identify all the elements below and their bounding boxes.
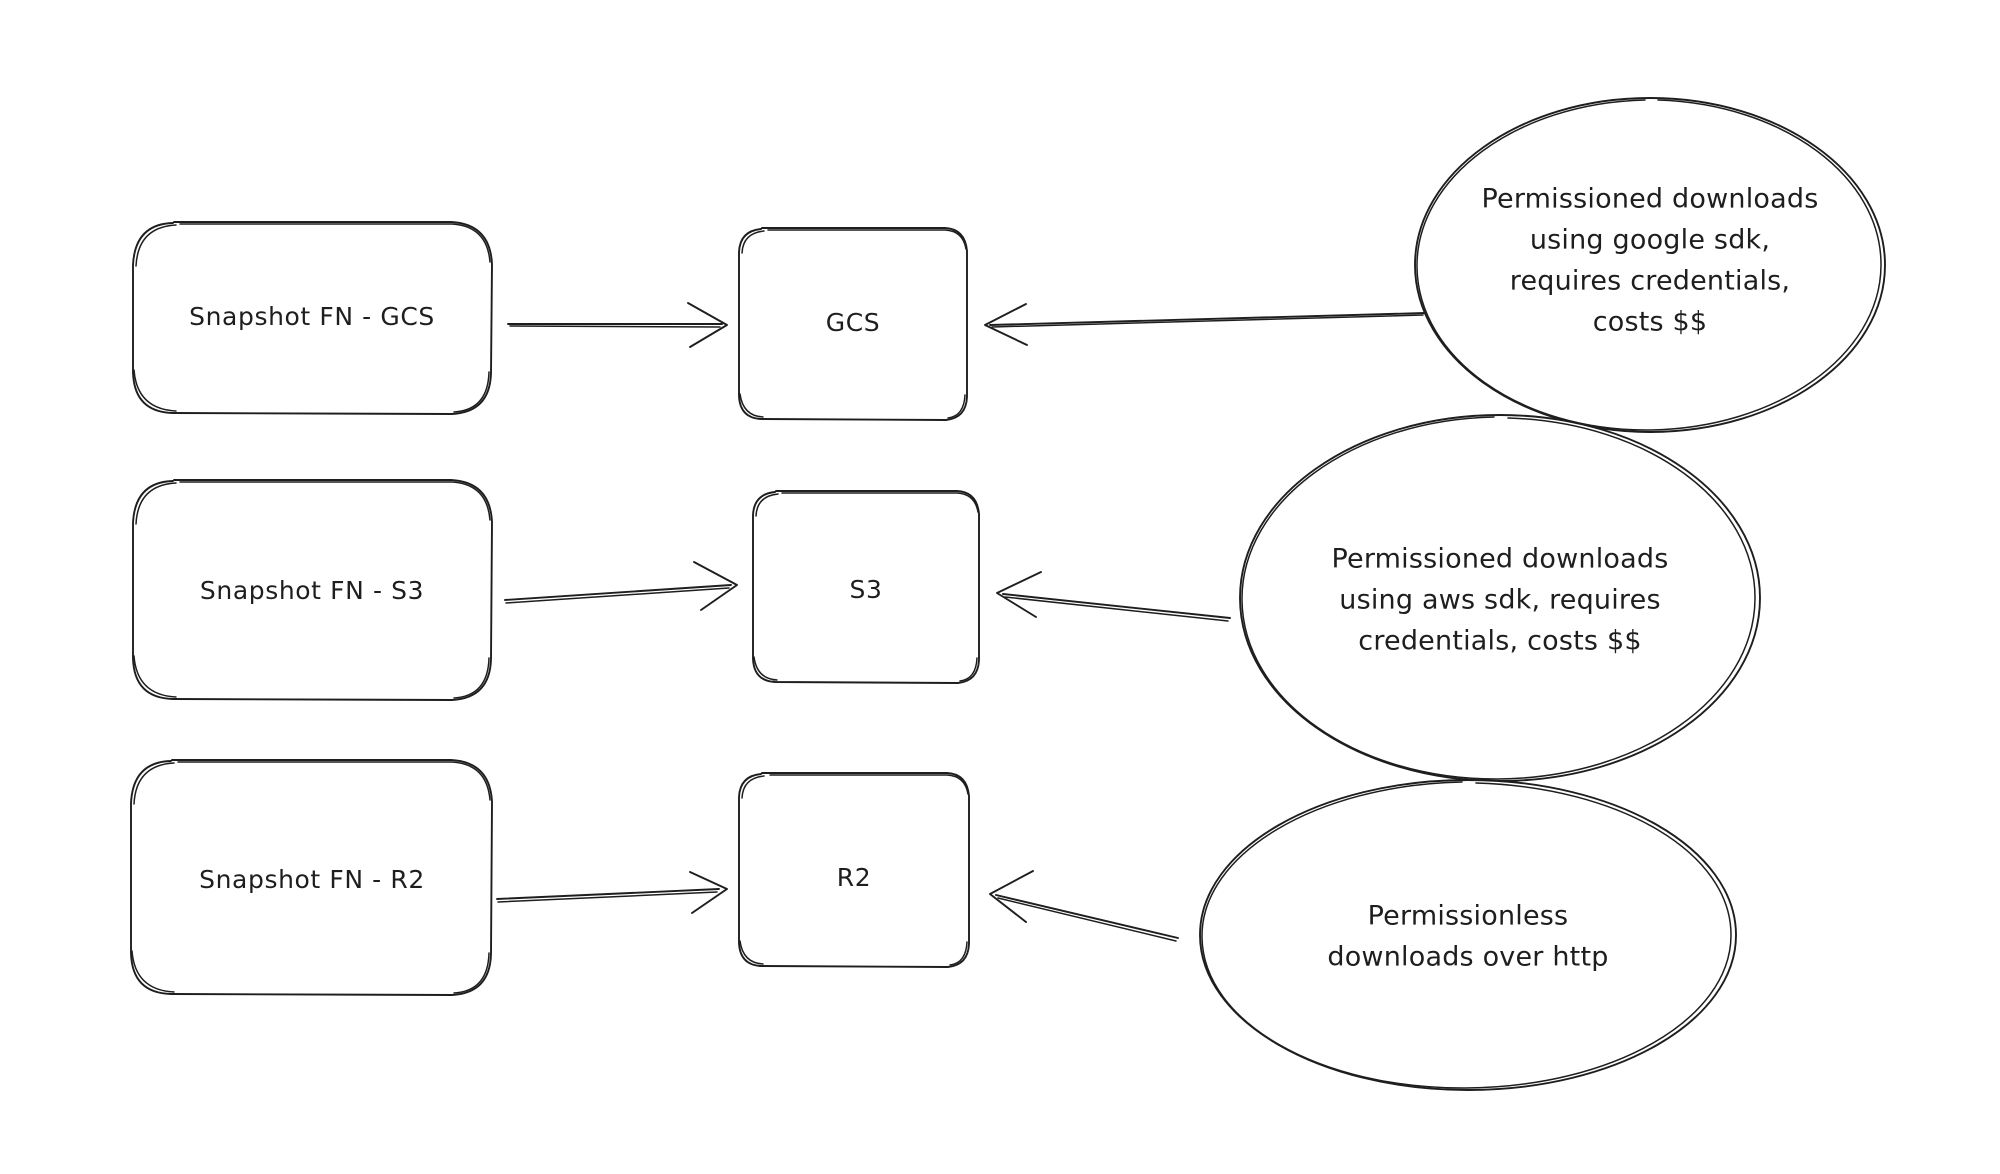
note-gcs[interactable]: Permissioned downloads using google sdk,…: [1414, 97, 1886, 433]
note-gcs-line-4: costs $$: [1593, 307, 1708, 338]
note-r2-line-2: downloads over http: [1327, 942, 1608, 973]
arrow-note-to-s3: [996, 571, 1231, 622]
arrow-snapshot-fn-s3-to-s3: [504, 561, 738, 611]
row-gcs: Snapshot FN - GCS GCS: [132, 97, 1886, 433]
note-gcs-line-2: using google sdk,: [1530, 225, 1770, 256]
row-r2: Snapshot FN - R2 R2: [130, 759, 1737, 1091]
note-r2[interactable]: Permissionless downloads over http: [1199, 779, 1737, 1091]
node-snapshot-fn-s3[interactable]: Snapshot FN - S3: [132, 479, 493, 701]
arrow-note-to-r2: [989, 870, 1179, 942]
note-gcs-line-3: requires credentials,: [1510, 266, 1790, 297]
node-label-s3: S3: [850, 575, 883, 604]
arrow-snapshot-fn-r2-to-r2: [496, 871, 728, 914]
node-label-snapshot-fn-s3: Snapshot FN - S3: [200, 576, 424, 605]
node-gcs[interactable]: GCS: [738, 227, 968, 421]
arrow-snapshot-fn-gcs-to-gcs: [507, 302, 728, 348]
note-s3-line-2: using aws sdk, requires: [1339, 585, 1660, 616]
node-label-snapshot-fn-gcs: Snapshot FN - GCS: [189, 302, 435, 331]
node-label-r2: R2: [837, 863, 871, 892]
node-label-snapshot-fn-r2: Snapshot FN - R2: [199, 865, 425, 894]
note-s3-line-1: Permissioned downloads: [1332, 544, 1669, 575]
node-s3[interactable]: S3: [752, 490, 980, 684]
arrow-note-to-gcs: [984, 303, 1426, 346]
node-r2[interactable]: R2: [738, 772, 970, 968]
note-r2-line-1: Permissionless: [1368, 901, 1569, 932]
row-s3: Snapshot FN - S3 S3: [132, 414, 1761, 782]
note-s3[interactable]: Permissioned downloads using aws sdk, re…: [1239, 414, 1761, 782]
note-s3-line-3: credentials, costs $$: [1358, 626, 1641, 657]
note-gcs-line-1: Permissioned downloads: [1482, 184, 1819, 215]
node-label-gcs: GCS: [826, 308, 881, 337]
node-snapshot-fn-gcs[interactable]: Snapshot FN - GCS: [132, 221, 493, 415]
node-snapshot-fn-r2[interactable]: Snapshot FN - R2: [130, 759, 493, 996]
